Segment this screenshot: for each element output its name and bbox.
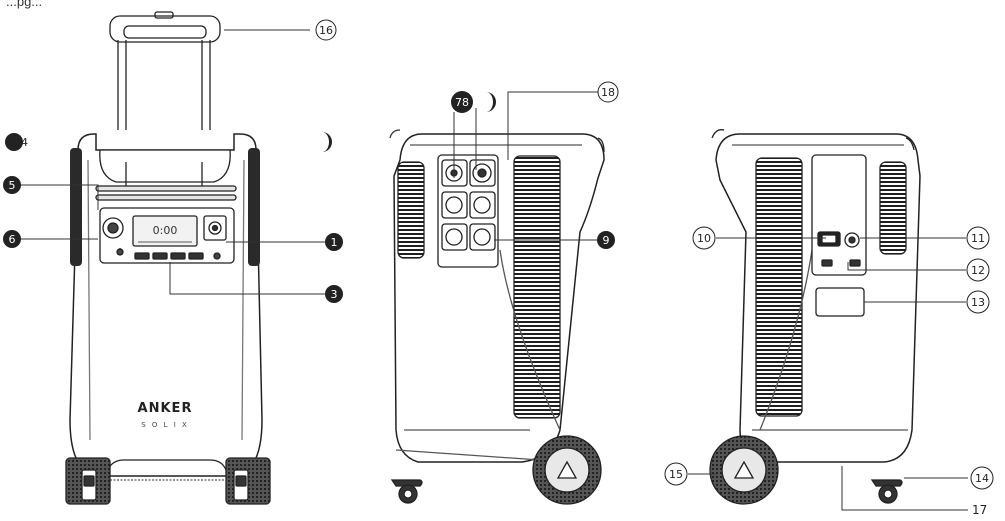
front-left-vent — [70, 148, 82, 266]
side-body-1 — [393, 133, 605, 463]
rear-label-plate — [815, 287, 865, 317]
callout-24: 24 — [5, 133, 28, 151]
side-wheel-large — [532, 435, 602, 505]
brand-sub: S O L I X — [141, 421, 189, 429]
svg-text:13: 13 — [971, 296, 985, 309]
telescopic-handle — [109, 11, 221, 130]
callout-5: 5 — [3, 176, 21, 194]
callout-17: 17 — [972, 503, 987, 517]
side-leader-lines — [453, 91, 598, 241]
front-view: 0:00 — [65, 11, 271, 505]
front-wheel-left — [65, 457, 111, 505]
svg-text:1: 1 — [331, 236, 338, 249]
front-leader-lines — [20, 29, 326, 295]
svg-text:14: 14 — [975, 472, 989, 485]
front-right-vent — [248, 148, 260, 266]
rear-view — [709, 129, 921, 505]
rear-caster — [870, 479, 903, 504]
svg-text:5: 5 — [9, 179, 16, 192]
callout-78: 78 — [451, 91, 496, 113]
callout-13: 13 — [966, 290, 990, 314]
control-panel: 0:00 — [99, 207, 235, 264]
svg-text:12: 12 — [971, 264, 985, 277]
figure-caption: ...pg... — [6, 0, 43, 9]
callout-15: 15 — [664, 462, 688, 486]
callout-9: 9 — [597, 231, 615, 249]
rear-wheel-large — [709, 435, 779, 505]
svg-text:78: 78 — [455, 96, 469, 109]
front-wheel-right — [225, 457, 271, 505]
svg-text:3: 3 — [331, 288, 338, 301]
ac-outlet-panel — [437, 154, 499, 268]
rear-right-vent — [879, 161, 907, 255]
svg-text:16: 16 — [319, 24, 333, 37]
bottom-handle — [107, 459, 227, 471]
svg-text:6: 6 — [9, 233, 16, 246]
svg-text:15: 15 — [669, 468, 683, 481]
callout-moon-right — [322, 132, 332, 152]
rear-body — [715, 133, 921, 463]
side-center-vent — [513, 155, 561, 419]
side-caster — [390, 479, 423, 504]
callout-11: 11 — [966, 226, 990, 250]
svg-text:9: 9 — [603, 234, 610, 247]
callout-12: 12 — [966, 258, 990, 282]
callout-10: 10 — [692, 226, 716, 250]
svg-text:11: 11 — [971, 232, 985, 245]
svg-text:10: 10 — [697, 232, 711, 245]
callout-6: 6 — [3, 230, 21, 248]
callout-14: 14 — [970, 466, 994, 490]
side-view-outlets — [389, 129, 605, 505]
rear-center-vent — [755, 157, 803, 417]
rear-input-panel — [811, 154, 867, 276]
side-left-vent — [397, 161, 425, 259]
svg-text:24: 24 — [14, 136, 28, 149]
callout-18: 18 — [597, 81, 619, 103]
callout-3: 3 — [325, 285, 343, 303]
svg-text:0:00: 0:00 — [153, 224, 178, 237]
top-grip — [99, 149, 231, 183]
svg-text:17: 17 — [972, 503, 987, 517]
brand-logo: ANKER — [138, 401, 193, 416]
svg-text:18: 18 — [601, 86, 615, 99]
callout-16: 16 — [315, 19, 337, 41]
callout-1: 1 — [325, 233, 343, 251]
rear-leader-lines — [688, 237, 968, 511]
